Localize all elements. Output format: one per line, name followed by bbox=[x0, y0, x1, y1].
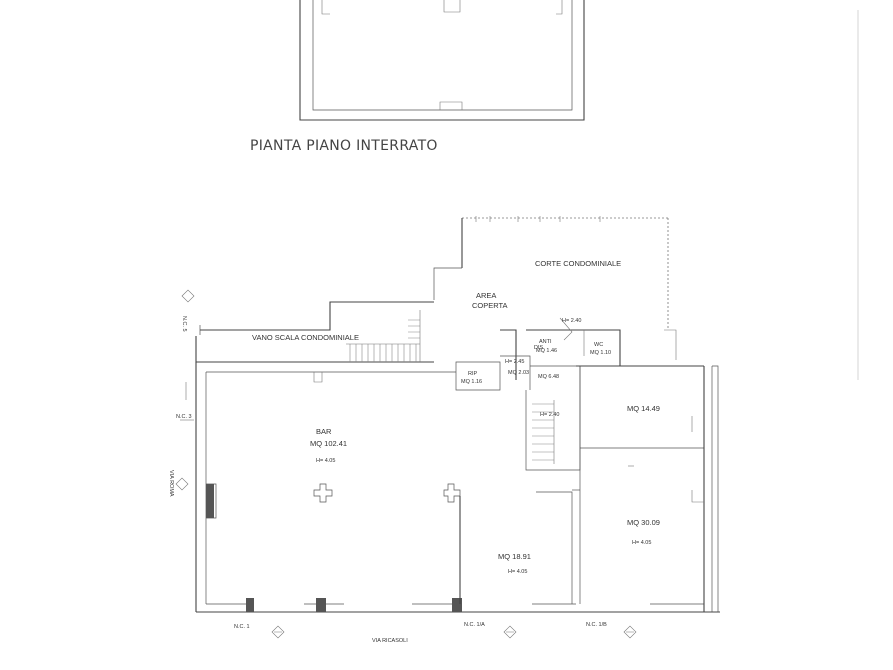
house-number-5: N.C. 5 bbox=[181, 316, 187, 332]
anti-height: H= 2.40 bbox=[562, 318, 581, 324]
bar-height: H= 4.05 bbox=[316, 458, 335, 464]
service-rooms bbox=[455, 317, 621, 471]
wc-area: MQ 1.10 bbox=[590, 350, 611, 356]
anti-area: MQ 1.46 bbox=[536, 348, 557, 354]
plan-title: PIANTA PIANO INTERRATO bbox=[250, 138, 438, 154]
rip-area: MQ 1.16 bbox=[461, 379, 482, 385]
room-3009-height: H= 4.05 bbox=[632, 540, 651, 546]
room-1891-area: MQ 18.91 bbox=[498, 552, 531, 561]
covered-area-label-2: COPERTA bbox=[472, 301, 508, 310]
room-1449-area: MQ 14.49 bbox=[627, 404, 660, 413]
dis-height: H= 2.45 bbox=[505, 359, 524, 365]
house-number-1a: N.C. 1/A bbox=[464, 622, 485, 628]
room-648-area: MQ 6.48 bbox=[538, 374, 559, 380]
courtyard-label: CORTE CONDOMINIALE bbox=[535, 259, 621, 268]
dis-area: MQ 2.03 bbox=[508, 370, 529, 376]
house-number-1: N.C. 1 bbox=[234, 624, 250, 630]
rip-label: RIP bbox=[468, 371, 478, 377]
wc-label: WC bbox=[594, 342, 603, 348]
entrance-markers bbox=[175, 289, 637, 639]
house-number-3: N.C. 3 bbox=[176, 414, 192, 420]
upper-plan-outline bbox=[299, 0, 585, 121]
street-via-ricasoli: VIA RICASOLI bbox=[372, 638, 408, 644]
bar-area: MQ 102.41 bbox=[310, 439, 347, 448]
house-number-1b: N.C. 1/B bbox=[586, 622, 607, 628]
room-1891-height: H= 4.05 bbox=[508, 569, 527, 575]
dis-label: DIS bbox=[534, 345, 544, 351]
room-3009-area: MQ 30.09 bbox=[627, 518, 660, 527]
covered-area-label: AREA bbox=[476, 291, 496, 300]
bar-label: BAR bbox=[316, 427, 332, 436]
staircase-label: VANO SCALA CONDOMINIALE bbox=[252, 333, 359, 342]
building-walls bbox=[195, 362, 720, 613]
anti-label: ANTI bbox=[539, 339, 552, 345]
staircase-corridor bbox=[195, 301, 434, 363]
street-via-roma: VIA ROMA bbox=[168, 470, 174, 497]
courtyard bbox=[433, 216, 677, 360]
stair-height: H= 2.40 bbox=[540, 412, 559, 418]
